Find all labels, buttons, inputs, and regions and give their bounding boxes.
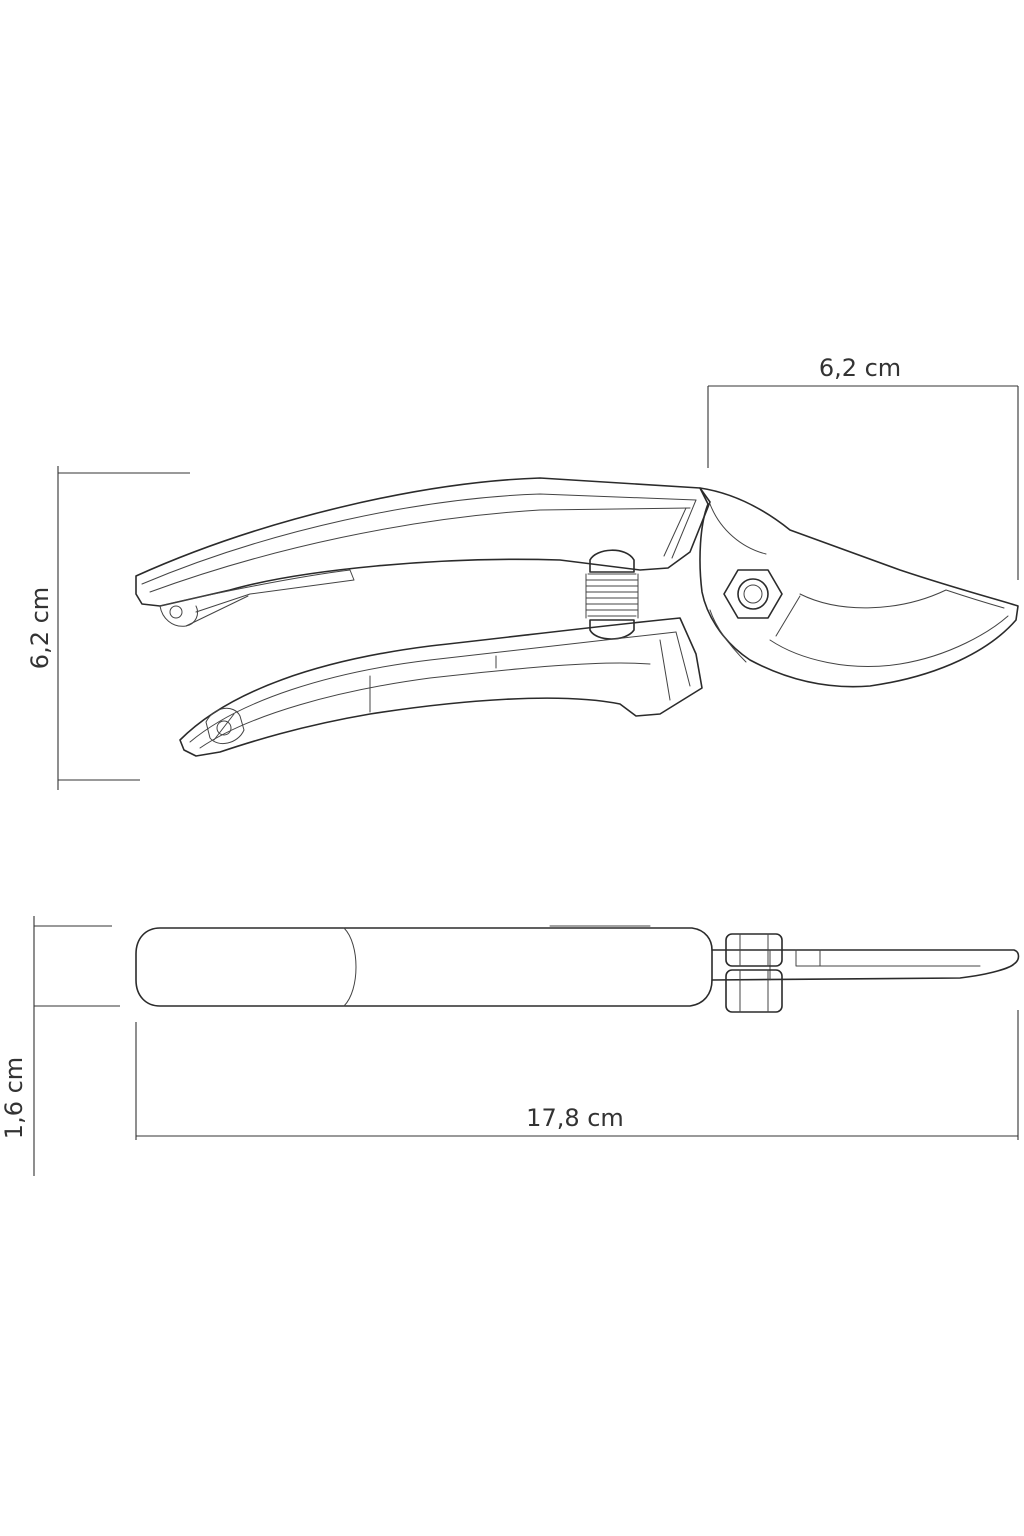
top-width-label: 6,2 cm — [819, 354, 901, 382]
height-label: 6,2 cm — [26, 587, 54, 669]
blades — [699, 487, 1019, 688]
coil-spring — [585, 549, 639, 640]
dimension-thickness: 1,6 cm — [0, 916, 120, 1176]
handle-top-view — [135, 927, 713, 1007]
length-label: 17,8 cm — [526, 1104, 624, 1132]
shears-side-view — [135, 477, 1019, 757]
lower-handle — [179, 617, 703, 757]
blade-top-view — [711, 949, 1020, 981]
dimension-top-width: 6,2 cm — [707, 354, 1019, 580]
dimension-height: 6,2 cm — [26, 466, 190, 790]
shears-top-view — [135, 925, 1020, 1013]
thickness-label: 1,6 cm — [0, 1057, 28, 1139]
pivot-nut — [723, 569, 783, 619]
nut-top — [725, 933, 783, 967]
nut-bottom — [725, 969, 783, 1013]
upper-handle — [135, 477, 711, 627]
dimension-length: 17,8 cm — [135, 1010, 1019, 1140]
